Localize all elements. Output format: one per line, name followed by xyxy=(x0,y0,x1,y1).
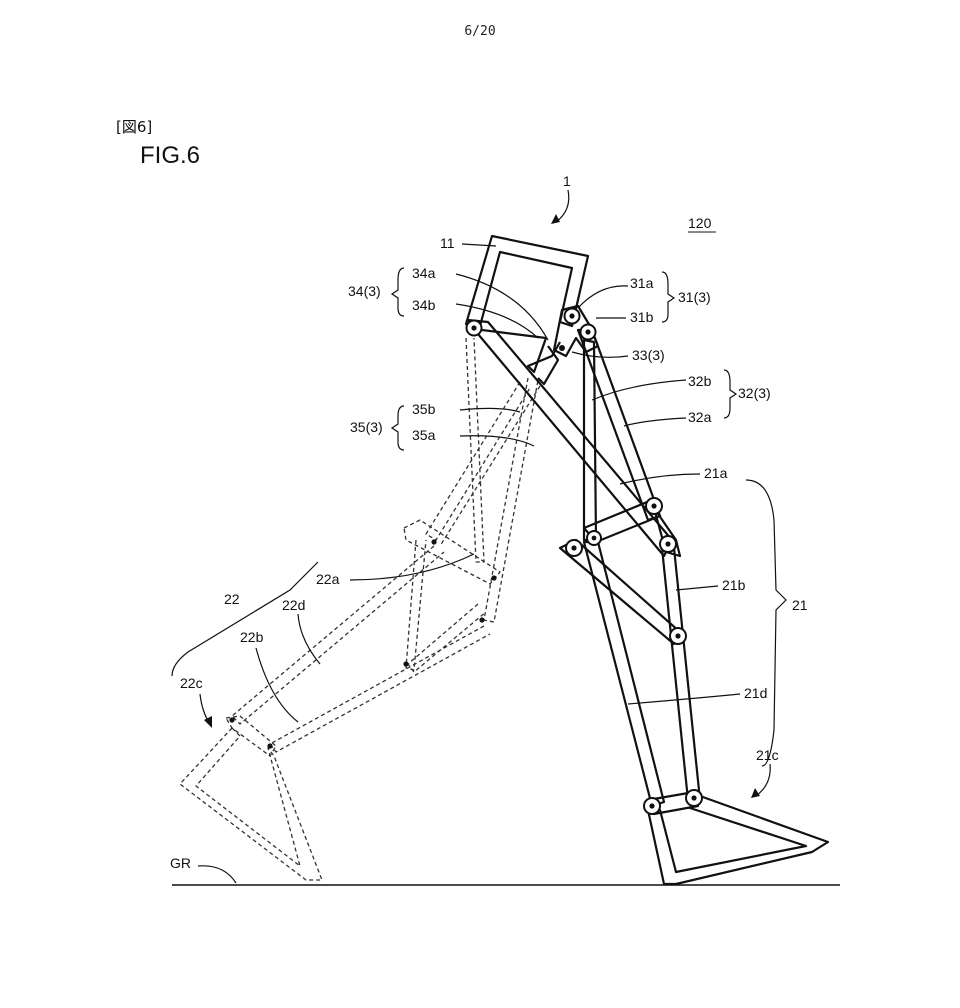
label-frame-11: 11 xyxy=(440,235,455,251)
page-number: 6/20 xyxy=(464,24,496,39)
label-35: 35(3) xyxy=(350,419,383,435)
joint-ankle-right xyxy=(685,789,703,807)
label-22a: 22a xyxy=(316,571,340,587)
joint-knee-right xyxy=(659,535,677,553)
joint-dot xyxy=(491,575,497,581)
link-34 xyxy=(481,328,561,374)
knee-plate-22 xyxy=(403,519,501,585)
joint-21a-upper xyxy=(645,497,663,515)
joint-dot xyxy=(403,661,409,667)
joint-knee-inner xyxy=(586,530,602,546)
label-32: 32(3) xyxy=(738,385,771,401)
ankle-link-22 xyxy=(225,715,277,757)
joint-knee-left xyxy=(565,539,583,557)
label-31: 31(3) xyxy=(678,289,711,305)
label-35b: 35b xyxy=(412,401,436,417)
label-21: 21 xyxy=(792,597,808,613)
joint-dot xyxy=(267,743,273,749)
label-device: 1 xyxy=(563,173,571,189)
label-33: 33(3) xyxy=(632,347,665,363)
label-22b: 22b xyxy=(240,629,264,645)
joint-31a xyxy=(563,307,581,325)
foot-22c xyxy=(179,727,323,881)
label-32b: 32b xyxy=(688,373,712,389)
joint-ankle-left xyxy=(643,797,661,815)
shank-22d xyxy=(231,545,445,725)
shank-link-22 xyxy=(407,603,487,673)
label-120: 120 xyxy=(688,215,712,231)
joint-dot xyxy=(229,717,235,723)
leader-ground xyxy=(197,865,237,884)
left-leg-dashed xyxy=(179,337,541,881)
label-32a: 32a xyxy=(688,409,712,425)
leader-lines xyxy=(171,189,787,798)
figure-bracket-label: [図6] xyxy=(116,118,153,136)
label-34a: 34a xyxy=(412,265,436,281)
label-35a: 35a xyxy=(412,427,436,443)
shank-21b xyxy=(660,546,702,802)
joint-21b-lower xyxy=(669,627,687,645)
joint-hip-34 xyxy=(465,319,483,337)
label-31a: 31a xyxy=(630,275,654,291)
label-22d: 22d xyxy=(282,597,305,613)
label-22c: 22c xyxy=(180,675,203,691)
joint-dot xyxy=(479,617,485,623)
thigh-32b xyxy=(582,338,598,542)
label-ground: GR xyxy=(170,855,191,871)
label-21d: 21d xyxy=(744,685,767,701)
label-21b: 21b xyxy=(722,577,746,593)
figure-title: FIG.6 xyxy=(140,142,201,169)
shank-rod-22 xyxy=(405,539,427,671)
joint-33 xyxy=(559,345,565,351)
thigh-22a-inner xyxy=(439,385,541,547)
joint-31b xyxy=(579,323,597,341)
link-35-rod-2 xyxy=(483,377,539,623)
label-34: 34(3) xyxy=(348,283,381,299)
label-21a: 21a xyxy=(704,465,728,481)
shank-22b xyxy=(269,625,491,753)
label-31b: 31b xyxy=(630,309,654,325)
right-leg-solid xyxy=(464,234,830,886)
label-21c: 21c xyxy=(756,747,779,763)
link-34-hook xyxy=(537,345,560,386)
label-34b: 34b xyxy=(412,297,436,313)
reference-labels: 1 120 11 34(3) 34a 34b 31a 31b 31(3) 33(… xyxy=(170,173,808,871)
joint-dot xyxy=(431,539,437,545)
link-35-rod xyxy=(465,337,485,563)
label-22: 22 xyxy=(224,591,240,607)
thigh-22a xyxy=(425,381,531,541)
